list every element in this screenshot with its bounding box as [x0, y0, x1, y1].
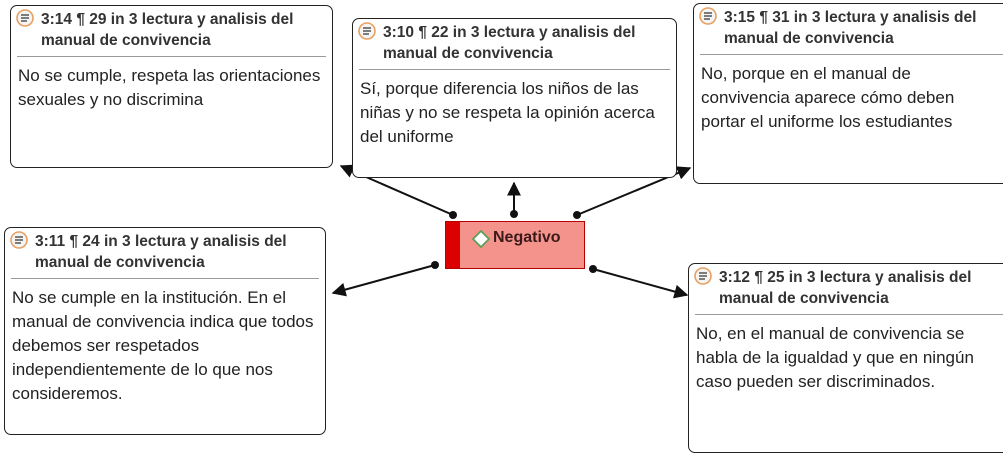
quotation-title: manual de convivencia [724, 30, 894, 47]
code-node-negativo[interactable]: Negativo [445, 221, 585, 269]
edge-anchor-3-12 [589, 265, 597, 273]
quotation-node-3-12[interactable]: 3:12 ¶ 25 in 3 lectura y analisis del ma… [688, 263, 1003, 453]
quotation-node-3-15[interactable]: 3:15 ¶ 31 in 3 lectura y analisis del ma… [693, 3, 1003, 184]
code-color-strip [446, 222, 460, 268]
edge-anchor-3-10 [510, 210, 518, 218]
quotation-id: 3:11 ¶ 24 in 3 lectura y analisis del [35, 233, 287, 250]
quotation-node-3-10[interactable]: 3:10 ¶ 22 in 3 lectura y analisis del ma… [352, 18, 677, 178]
quotation-id: 3:14 ¶ 29 in 3 lectura y analisis del [41, 11, 294, 28]
quotation-id: 3:12 ¶ 25 in 3 lectura y analisis del [719, 269, 972, 286]
quotation-title: manual de convivencia [35, 254, 205, 271]
quotation-text: No se cumple, respeta las orientaciones … [18, 66, 321, 109]
divider [700, 54, 1003, 55]
quotation-header: 3:15 ¶ 31 in 3 lectura y analisis del ma… [694, 4, 1003, 54]
quotation-document-icon [694, 267, 712, 285]
quotation-document-icon [358, 22, 376, 40]
edge-anchor-3-15 [573, 211, 581, 219]
edge-anchor-3-14 [449, 211, 457, 219]
quotation-text: No se cumple en la institución. En el ma… [12, 288, 314, 403]
divider [359, 69, 670, 70]
edge-to-quote-3-11 [331, 264, 436, 297]
edge-anchor-3-11 [431, 261, 439, 269]
quotation-node-3-11[interactable]: 3:11 ¶ 24 in 3 lectura y analisis del ma… [4, 227, 326, 435]
diamond-code-icon [472, 230, 490, 248]
quotation-header: 3:11 ¶ 24 in 3 lectura y analisis del ma… [5, 228, 325, 278]
quotation-node-3-14[interactable]: 3:14 ¶ 29 in 3 lectura y analisis del ma… [10, 5, 333, 168]
quotation-document-icon [16, 9, 34, 27]
quotation-text: Sí, porque diferencia los niños de las n… [360, 79, 655, 146]
quotation-id: 3:15 ¶ 31 in 3 lectura y analisis del [724, 9, 977, 26]
quotation-header: 3:10 ¶ 22 in 3 lectura y analisis del ma… [353, 19, 676, 69]
quotation-title: manual de convivencia [41, 32, 211, 49]
quotation-text: No, porque en el manual de convivencia a… [701, 64, 955, 131]
divider [11, 278, 319, 279]
quotation-document-icon [10, 231, 28, 249]
quotation-text: No, en el manual de convivencia se habla… [696, 324, 974, 391]
code-label: Negativo [493, 229, 561, 246]
divider [17, 56, 326, 57]
quotation-title: manual de convivencia [719, 290, 889, 307]
divider [695, 314, 1003, 315]
quotation-title: manual de convivencia [383, 45, 553, 62]
quotation-id: 3:10 ¶ 22 in 3 lectura y analisis del [383, 24, 636, 41]
edge-to-quote-3-12 [592, 268, 689, 299]
quotation-document-icon [699, 7, 717, 25]
quotation-header: 3:14 ¶ 29 in 3 lectura y analisis del ma… [11, 6, 332, 56]
quotation-header: 3:12 ¶ 25 in 3 lectura y analisis del ma… [689, 264, 1003, 314]
